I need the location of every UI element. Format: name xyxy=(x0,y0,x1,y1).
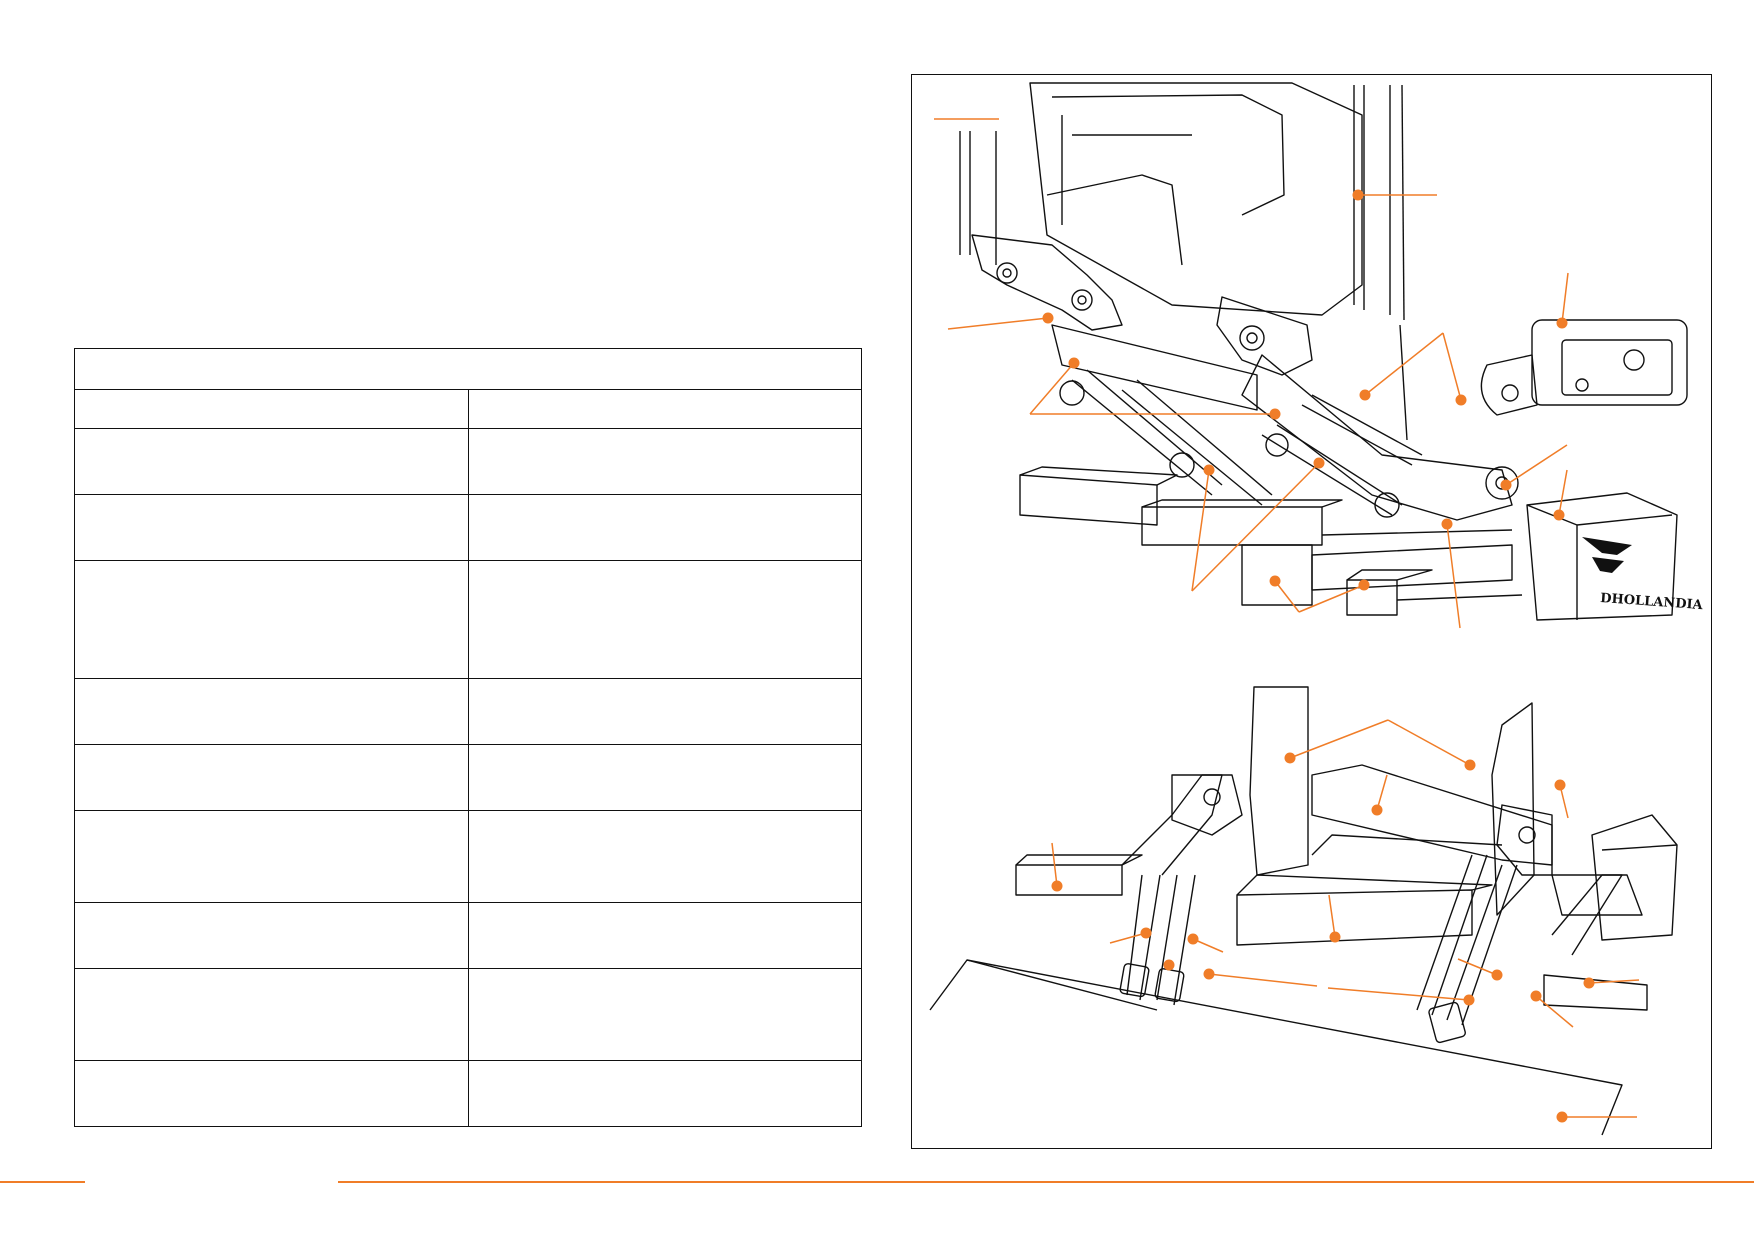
row-text-cell xyxy=(467,810,862,903)
upper-lift-drawing xyxy=(959,82,1688,621)
row-number-cell xyxy=(74,810,469,903)
hydraulic-cylinders xyxy=(1059,369,1423,518)
row-number-cell xyxy=(74,494,469,561)
brand-logo-text: DHOLLANDIA xyxy=(1600,591,1704,613)
hinge-bracket xyxy=(971,234,1123,331)
row-text-cell xyxy=(467,968,862,1061)
brand-logo: DHOLLANDIA xyxy=(1582,537,1704,613)
table-row xyxy=(74,968,862,1061)
table-row xyxy=(74,428,862,495)
row-text-cell xyxy=(467,494,862,561)
table-row xyxy=(74,678,862,745)
control-box xyxy=(1480,319,1688,416)
table-row xyxy=(74,560,862,679)
side-plate xyxy=(1249,686,1309,876)
row-text-cell xyxy=(467,389,862,429)
row-text-cell xyxy=(467,902,862,969)
table-row xyxy=(74,810,862,903)
table-row xyxy=(74,902,862,969)
callout-markers xyxy=(934,118,1640,1118)
row-text-cell xyxy=(467,678,862,745)
row-number-cell xyxy=(74,560,469,679)
row-number-cell xyxy=(74,428,469,495)
row-text-cell xyxy=(467,1060,862,1127)
table-row xyxy=(74,389,862,429)
tail-lift-figure: DHOLLANDIA xyxy=(911,74,1712,1149)
specification-table xyxy=(74,348,862,1127)
table-row xyxy=(74,1060,862,1127)
table-row xyxy=(74,494,862,561)
end-cover xyxy=(1526,492,1678,621)
table-header-cell xyxy=(74,348,862,390)
row-text-cell xyxy=(467,560,862,679)
row-number-cell xyxy=(74,678,469,745)
row-text-cell xyxy=(467,428,862,495)
footer-rule-left xyxy=(0,1181,85,1183)
row-number-cell xyxy=(74,389,469,429)
row-number-cell xyxy=(74,968,469,1061)
footer-rule-right xyxy=(338,1181,1754,1183)
row-text-cell xyxy=(467,744,862,811)
end-cover-lower xyxy=(1591,814,1678,941)
row-number-cell xyxy=(74,1060,469,1127)
lift-arm xyxy=(1051,324,1258,411)
chassis-frame xyxy=(1019,466,1523,616)
row-number-cell xyxy=(74,744,469,811)
row-number-cell xyxy=(74,902,469,969)
floor-plate xyxy=(929,959,1623,1136)
table-header-row xyxy=(74,348,862,390)
callout-dots xyxy=(1042,189,1595,1123)
lower-lift-drawing xyxy=(929,686,1678,1136)
table-row xyxy=(74,744,862,811)
platform xyxy=(1029,82,1363,316)
